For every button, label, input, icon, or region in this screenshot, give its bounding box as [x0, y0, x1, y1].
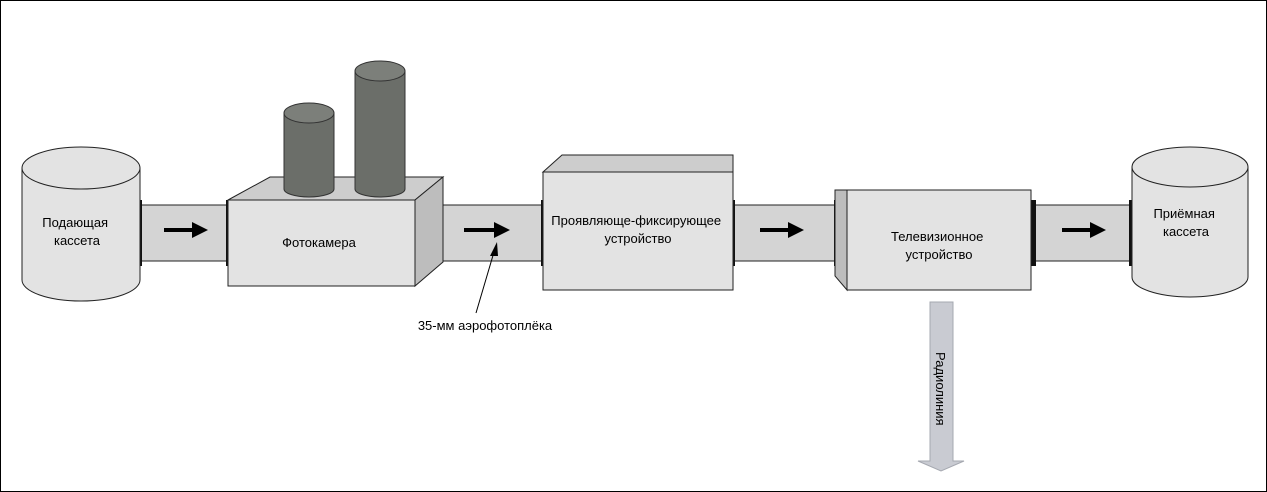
film-strip-3 — [730, 200, 839, 266]
camera-label: Фотокамера — [282, 235, 356, 250]
film-strip-2 — [427, 200, 546, 266]
arrow-right-icon — [760, 222, 804, 238]
radio-link-arrow: Радиолиния — [917, 301, 965, 472]
film-strip-1 — [137, 200, 231, 266]
film-label: 35-мм аэрофотоплёка — [418, 318, 553, 333]
film-strip-4 — [1031, 200, 1134, 266]
camera-lens-large — [354, 60, 406, 198]
film-callout: 35-мм аэрофотоплёка — [418, 242, 553, 333]
camera-lens-small — [283, 102, 335, 198]
takeup-cassette-label: Приёмная кассета — [1153, 206, 1218, 239]
processing-unit-box: Проявляюще-фиксирующее устройство — [541, 154, 734, 291]
tv-unit-box: Телевизионное устройство — [834, 189, 1032, 292]
tv-unit-label: Телевизионное устройство — [891, 229, 987, 262]
camera-box: Фотокамера — [227, 175, 445, 288]
arrow-right-icon — [464, 222, 510, 238]
supply-cassette-label: Подающая кассета — [42, 215, 111, 248]
arrow-right-icon — [164, 222, 208, 238]
supply-cassette: Подающая кассета — [21, 146, 141, 302]
processing-unit-label: Проявляюще-фиксирующее устройство — [551, 213, 724, 246]
takeup-cassette: Приёмная кассета — [1131, 146, 1249, 298]
radio-link-label: Радиолиния — [933, 352, 948, 426]
arrow-right-icon — [1062, 222, 1106, 238]
